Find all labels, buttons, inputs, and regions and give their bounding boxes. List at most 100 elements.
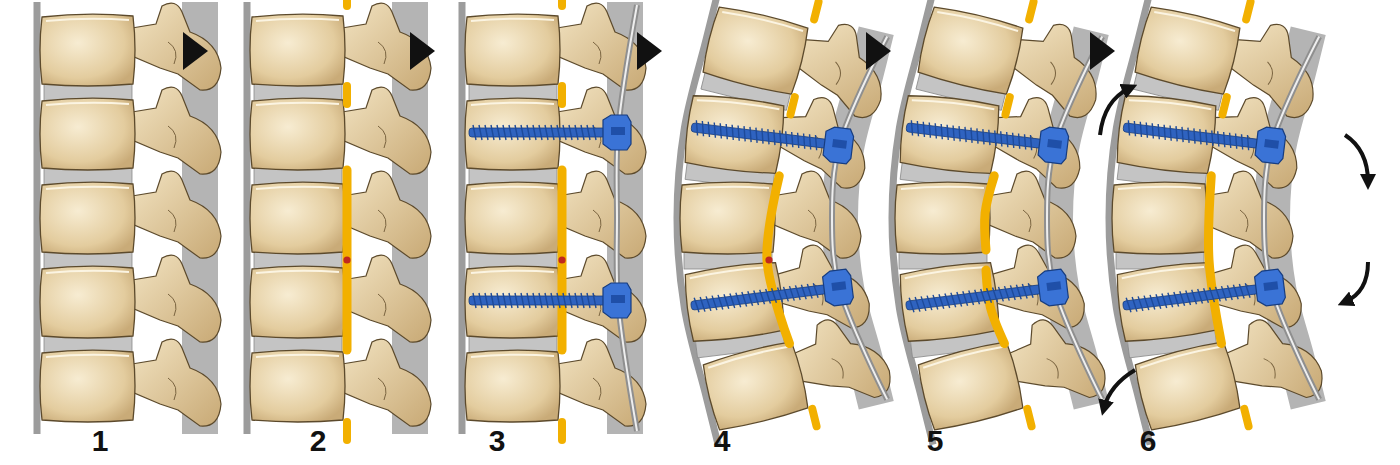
screw-thread xyxy=(563,293,566,308)
vertebral-body xyxy=(465,14,560,86)
endplate-highlight xyxy=(46,103,129,105)
spine-panel xyxy=(1109,0,1328,445)
screw-thread xyxy=(1222,132,1227,147)
screw-thread xyxy=(581,293,584,308)
ligament-band-yellow xyxy=(558,170,567,350)
endplate-highlight xyxy=(689,266,772,278)
screw-thread xyxy=(1138,296,1143,311)
screw-thread xyxy=(1132,297,1137,312)
screw-thread xyxy=(593,293,596,308)
endplate-highlight xyxy=(471,271,554,273)
screw-thread xyxy=(706,122,711,137)
screw-thread xyxy=(760,289,765,304)
ligament-piece xyxy=(812,409,816,426)
facet-line xyxy=(378,378,386,400)
screw-thread xyxy=(957,126,962,141)
screw-thread xyxy=(473,293,476,308)
screw-thread xyxy=(945,125,950,140)
step-triangle xyxy=(410,32,435,70)
vertebral-body xyxy=(1112,182,1207,254)
rotation-arrow xyxy=(1104,370,1135,408)
tulip-head xyxy=(603,283,631,318)
pedicle-screw xyxy=(691,120,830,152)
screw-thread xyxy=(1022,284,1027,299)
endplate-highlight xyxy=(471,355,554,357)
screw-thread xyxy=(1168,125,1173,140)
screw-thread xyxy=(718,295,723,310)
callout-number: 4 xyxy=(697,424,747,458)
posterior-elements xyxy=(132,3,221,90)
screw-head xyxy=(1254,126,1286,164)
screw-shaft xyxy=(691,284,829,310)
ligament-band-yellow xyxy=(986,270,1004,344)
callout-number: 2 xyxy=(293,424,343,458)
posterior-elements xyxy=(342,255,431,342)
screw-thread xyxy=(1246,135,1251,150)
endplate-highlight xyxy=(46,271,129,273)
rotation-arrow xyxy=(1100,88,1130,135)
injury-dot xyxy=(343,256,350,263)
screw-thread xyxy=(1144,295,1149,310)
tulip-head xyxy=(1254,269,1286,307)
rod-highlight xyxy=(1264,37,1319,400)
facet-line xyxy=(378,42,386,64)
screw-shaft xyxy=(469,128,607,137)
ligament-piece xyxy=(1246,2,1250,19)
ligament-piece xyxy=(558,422,566,440)
screw-thread xyxy=(915,297,920,312)
screw-thread xyxy=(557,293,560,308)
tulip-head xyxy=(1037,126,1069,164)
screw-thread xyxy=(748,291,753,306)
screw-thread xyxy=(736,125,741,140)
screw-thread xyxy=(479,293,482,308)
screw-thread xyxy=(509,125,512,140)
rotation-arrow xyxy=(1345,135,1368,182)
screw-thread xyxy=(742,126,747,141)
screw-thread xyxy=(587,293,590,308)
screw-thread xyxy=(945,293,950,308)
screw-thread xyxy=(748,127,753,142)
screw-thread xyxy=(1029,135,1034,150)
callout-number: 3 xyxy=(472,424,522,458)
screw-thread xyxy=(975,128,980,143)
ligament-piece xyxy=(1244,409,1248,426)
screw-thread xyxy=(712,123,717,138)
vertebral-body xyxy=(916,4,1026,97)
vertebral-body xyxy=(680,182,775,254)
screw-shaft xyxy=(691,123,829,149)
screw-thread xyxy=(521,293,524,308)
tulip-head xyxy=(1254,126,1286,164)
spine-panel xyxy=(247,0,431,440)
pedicle-screw xyxy=(690,281,829,313)
rod-highlight xyxy=(832,37,887,400)
screw-shaft xyxy=(1123,284,1261,310)
screw-thread xyxy=(1010,285,1015,300)
facet-line xyxy=(378,210,386,232)
vertebra xyxy=(1130,308,1327,436)
screw-thread xyxy=(485,125,488,140)
screw-thread xyxy=(503,125,506,140)
screw-thread xyxy=(754,290,759,305)
screw-thread xyxy=(569,293,572,308)
rod xyxy=(617,5,637,431)
step-triangle xyxy=(183,32,208,70)
ligament-piece xyxy=(1222,97,1226,114)
screw-thread xyxy=(1228,133,1233,148)
screw-thread xyxy=(730,293,735,308)
screw-thread xyxy=(485,293,488,308)
endplate-highlight xyxy=(471,103,554,105)
endplate-highlight xyxy=(1140,345,1221,367)
vertebral-body xyxy=(465,350,560,422)
screw-thread xyxy=(1240,134,1245,149)
screw-thread xyxy=(1133,121,1138,136)
endplate-highlight xyxy=(256,103,339,105)
vertebra xyxy=(250,339,431,426)
endplate-highlight xyxy=(256,19,339,21)
screw-thread xyxy=(724,294,729,309)
screw-thread xyxy=(1023,134,1028,149)
endplate-highlight xyxy=(256,271,339,273)
vertebral-body xyxy=(250,182,345,254)
screw-thread xyxy=(766,289,771,304)
set-screw xyxy=(611,127,625,135)
